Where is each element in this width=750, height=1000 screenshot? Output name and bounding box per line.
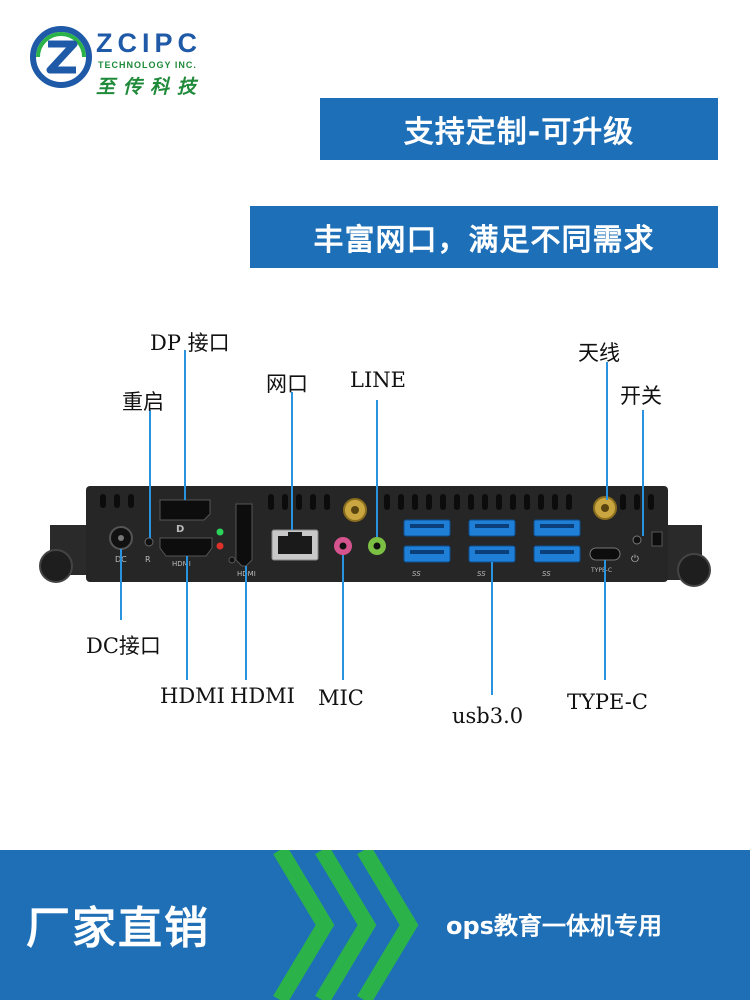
- reset-button: [144, 537, 154, 547]
- logo-brand: ZCIPC: [96, 28, 202, 58]
- port-panel-illustration: DC R D HDMI HDMI SS SS SS: [39, 350, 711, 695]
- svg-text:D: D: [176, 524, 184, 535]
- logo-subtitle: TECHNOLOGY INC.: [98, 60, 197, 70]
- label-antenna: 天线: [578, 341, 620, 365]
- dp-port: [159, 499, 211, 521]
- label-dc-port: DC接口: [86, 634, 161, 658]
- vent-slots: [100, 494, 654, 510]
- typec-print: TYPE-C: [590, 567, 612, 574]
- chevron-arrows-icon: [273, 850, 419, 1000]
- label-hdmi-2: HDMI: [230, 684, 295, 708]
- label-power-switch: 开关: [620, 384, 662, 408]
- zcipc-logo-icon: [30, 26, 92, 88]
- label-dp-port: DP 接口: [150, 331, 230, 355]
- label-usb: usb3.0: [452, 704, 524, 728]
- leader-lines: [120, 350, 644, 695]
- right-thumb-screw: [677, 553, 711, 587]
- label-reset: 重启: [122, 390, 164, 414]
- footer-usage: ops教育一体机专用: [446, 912, 662, 940]
- logo-chinese-name: 至传科技: [96, 76, 205, 98]
- label-mic: MIC: [318, 686, 364, 710]
- ss-print-3: SS: [542, 570, 551, 578]
- label-line: LINE: [350, 368, 406, 392]
- svg-text:⏻: ⏻: [631, 554, 639, 565]
- left-thumb-screw: [39, 549, 73, 583]
- led-green: [216, 528, 224, 536]
- ss-print-1: SS: [412, 570, 421, 578]
- label-typec: TYPE-C: [567, 690, 648, 714]
- lock-slot: [651, 531, 663, 547]
- footer-direct-sale: 厂家直销: [26, 903, 210, 954]
- banner-customizable: 支持定制-可升级: [320, 98, 718, 160]
- reset-print: R: [145, 555, 151, 564]
- ss-print-2: SS: [477, 570, 486, 578]
- label-lan-port: 网口: [266, 372, 308, 396]
- hdmi-logo-print: HDMI: [172, 560, 191, 568]
- typec-port: [589, 547, 621, 561]
- hdmi-port-vertical: [235, 503, 253, 567]
- footer-banner: 厂家直销 ops教育一体机专用: [0, 850, 750, 1000]
- led-red: [216, 542, 224, 550]
- banner-rich-ports: 丰富网口，满足不同需求: [250, 206, 718, 268]
- power-button: [632, 535, 642, 545]
- hdmi-port-horizontal: [159, 537, 213, 557]
- company-logo: ZCIPC TECHNOLOGY INC. 至传科技: [30, 26, 220, 98]
- label-hdmi-1: HDMI: [160, 684, 225, 708]
